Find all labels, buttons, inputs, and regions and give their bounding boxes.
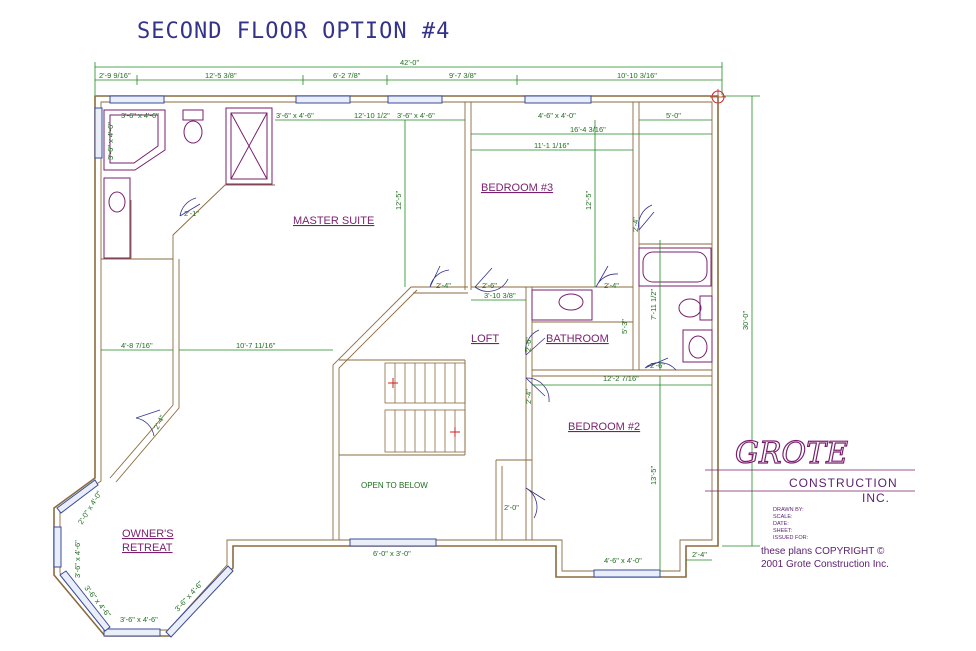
dim-3-10: 3'-10 3/8" [484, 291, 516, 300]
room-owners-retreat-line2: RETREAT [122, 542, 173, 554]
tb-scale: SCALE: [773, 514, 793, 520]
dim-retreat-10-7: 10'-7 11/16" [236, 341, 276, 350]
dim-corner-2-4: 2'-4" [692, 550, 707, 559]
tb-sheet: SHEET: [773, 528, 793, 534]
tb-date: DATE: [773, 521, 789, 527]
dim-door-2-6b: 2'-6" [524, 337, 533, 352]
room-master-suite: MASTER SUITE [293, 215, 374, 227]
dim-top-seg-4: 9'-7 3/8" [449, 71, 477, 80]
interior-dimensions [101, 119, 712, 571]
dim-master-12: 12'-5" [394, 191, 403, 210]
title-block: DRAWN BY: SCALE: DATE: SHEET: ISSUED FOR… [773, 507, 809, 541]
logo-line2: CONSTRUCTION [789, 476, 898, 490]
room-bathroom: BATHROOM [546, 333, 609, 345]
window-master-bath [109, 95, 165, 104]
room-loft: LOFT [471, 333, 499, 345]
room-bedroom2: BEDROOM #2 [568, 421, 640, 433]
dim-overall-width: 42'-0" [400, 58, 419, 67]
dim-win-bath-corner: 3'-6" x 4'-6" [121, 111, 159, 120]
dim-win-bed3: 4'-6" x 4'-0" [538, 111, 576, 120]
window-retreat-5 [56, 479, 99, 514]
dim-bath-7-11: 7'-11 1/2" [649, 289, 658, 320]
dim-top-seg-5: 10'-10 3/16" [617, 71, 657, 80]
plan-title: SECOND FLOOR OPTION #4 [137, 19, 450, 44]
dim-door-2-4a: 2'-4" [436, 281, 451, 290]
right-dimension: 30'-0" [722, 95, 760, 547]
dim-win-retreat-b: 3'-6" x 4'-6" [73, 540, 82, 578]
copyright-line2: 2001 Grote Construction Inc. [761, 559, 889, 570]
dim-door-2-4d: 2'-4" [524, 389, 533, 404]
dim-bed2-13: 13'-5" [649, 466, 658, 485]
copyright-line1: these plans COPYRIGHT © [761, 546, 885, 557]
dim-door-2-6c: 2'-6" [650, 361, 665, 370]
dim-win-master-2: 3'-6" x 4'-6" [397, 111, 435, 120]
dim-closet-2-0: 2'-0" [504, 503, 519, 512]
dim-top-seg-1: 2'-9 9/16" [99, 71, 131, 80]
top-dimensions: 42'-0" 2'-9 9/16" 12'-5 3/8" 6'-2 7/8" 9… [94, 58, 723, 95]
fixtures [103, 107, 713, 363]
dim-top-seg-2: 12'-5 3/8" [205, 71, 237, 80]
dim-win-loft: 6'-0" x 3'-0" [373, 549, 411, 558]
tb-issued-for: ISSUED FOR: [773, 535, 809, 541]
dim-win-retreat-d: 3'-6" x 4'-6" [120, 615, 158, 624]
dim-bath-5-3: 5'-3" [620, 319, 629, 334]
dim-win-master-side: 3'-6" x 4'-6" [106, 122, 115, 160]
dim-bed2-12: 12'-2 7/16" [603, 374, 639, 383]
dim-retreat-4-8: 4'-8 7/16" [121, 341, 153, 350]
window-master-1 [295, 95, 351, 104]
dim-door-2-4e: 2'-4" [152, 413, 167, 431]
window-bath-side [94, 107, 103, 159]
window-bed2 [593, 569, 661, 578]
corner-tub [103, 109, 166, 171]
window-retreat-4 [165, 565, 234, 638]
room-owners-retreat-line1: OWNER'S [122, 528, 174, 540]
window-bed3 [524, 95, 592, 104]
dim-bed3-16: 16'-4 3/16" [570, 125, 606, 134]
bathtub [638, 247, 712, 287]
doors [135, 197, 677, 519]
window-loft [349, 538, 437, 547]
master-vanity [103, 177, 131, 259]
dim-door-2-4b: 2'-4" [604, 281, 619, 290]
dim-door-2-1: 2'-1" [184, 209, 199, 218]
bath-toilet [699, 295, 713, 321]
window-retreat-3 [59, 570, 111, 632]
dim-win-bed2: 4'-6" x 4'-0" [604, 556, 642, 565]
dim-master-width: 12'-10 1/2" [354, 111, 390, 120]
window-retreat-1 [53, 526, 62, 568]
windows [53, 95, 661, 638]
label-open-to-below: OPEN TO BELOW [361, 481, 428, 490]
bath-sink [682, 329, 713, 363]
logo-line3: INC. [862, 491, 890, 505]
toilet [182, 109, 204, 121]
dim-win-master-1: 3'-6" x 4'-6" [276, 111, 314, 120]
dim-door-2-6: 2'-6" [482, 281, 497, 290]
dim-closet-5: 5'-0" [666, 111, 681, 120]
dim-top-seg-3: 6'-2 7/8" [333, 71, 361, 80]
dim-door-2-4c: 2'-4" [631, 217, 640, 232]
room-bedroom3: BEDROOM #3 [481, 182, 553, 194]
stairs [384, 362, 466, 453]
logo-brand: GROTE [735, 436, 848, 471]
dim-overall-depth: 30'-0" [741, 311, 750, 330]
tb-drawn-by: DRAWN BY: [773, 507, 804, 513]
window-retreat-2 [103, 628, 161, 637]
window-master-2 [387, 95, 443, 104]
shower [225, 107, 273, 185]
bath-vanity [531, 289, 593, 321]
dim-bed3-12: 12'-5" [584, 191, 593, 210]
company-logo: GROTE CONSTRUCTION INC. [705, 435, 915, 505]
dim-bed3-11: 11'-1 1/16" [534, 141, 570, 150]
